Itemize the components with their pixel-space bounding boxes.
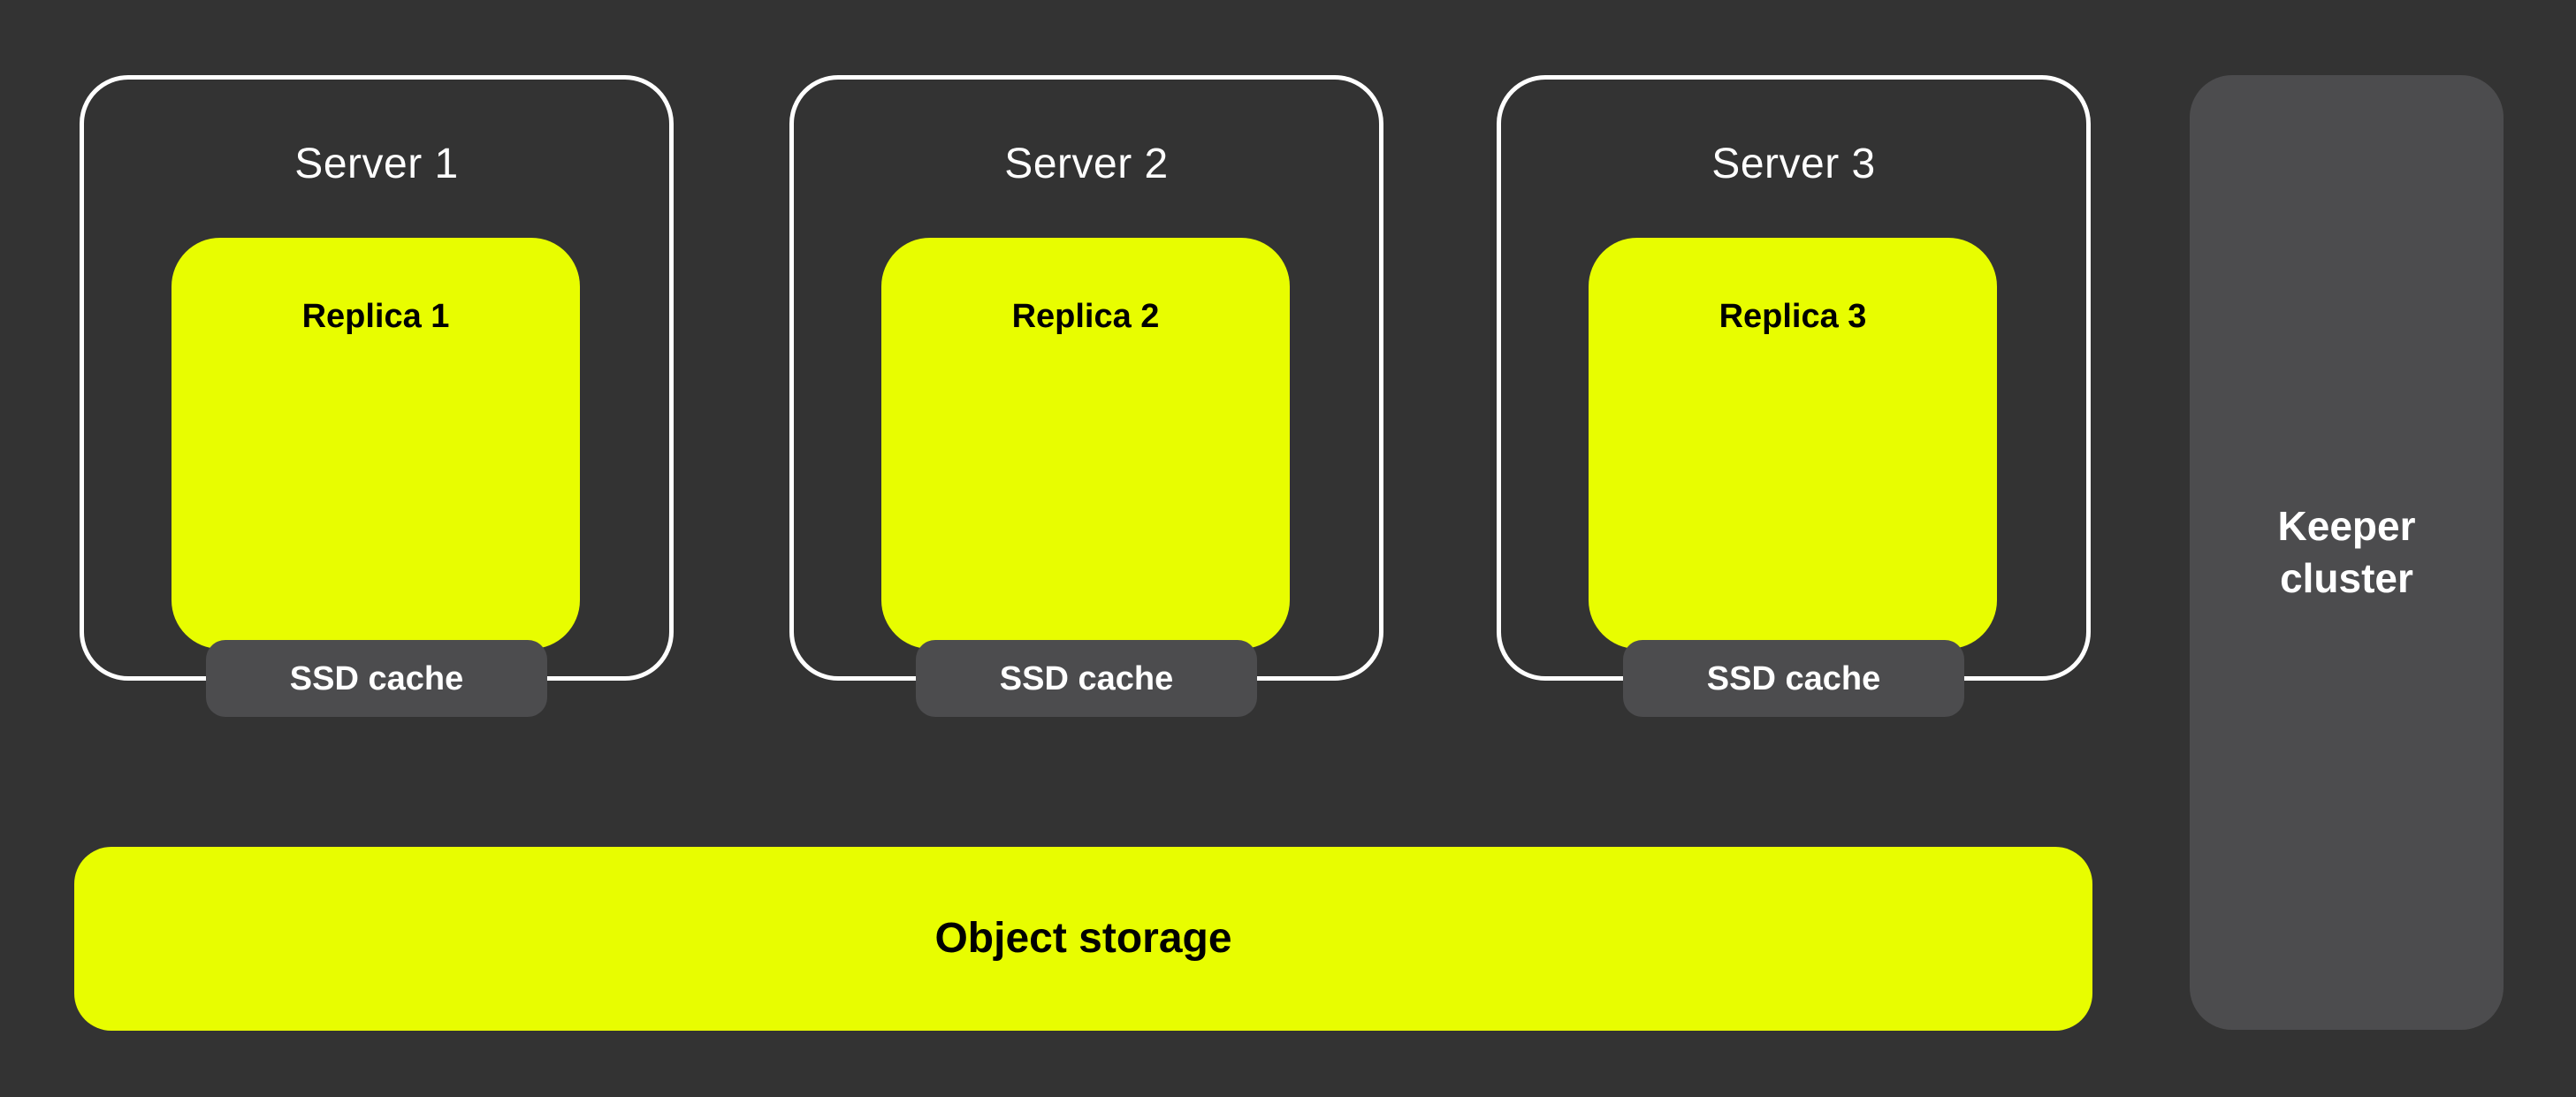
ssd-cache-label-1: SSD cache: [289, 659, 464, 697]
ssd-cache-badge-2: SSD cache: [916, 640, 1257, 717]
server-1-title: Server 1: [294, 141, 459, 187]
keeper-cluster-label-line2: cluster: [2280, 555, 2413, 601]
replica-1-label: Replica 1: [301, 298, 450, 335]
object-storage-box: Object storage: [74, 847, 2092, 1031]
server-3-box: Server 3 Replica 3 SSD cache: [1497, 75, 2091, 717]
server-1-box: Server 1 Replica 1 SSD cache: [80, 75, 674, 717]
ssd-cache-badge-1: SSD cache: [206, 640, 547, 717]
replica-3-label: Replica 3: [1719, 298, 1867, 335]
server-3-title: Server 3: [1711, 141, 1876, 187]
server-2-title: Server 2: [1004, 141, 1169, 187]
replica-3-box: Replica 3: [1589, 238, 1997, 649]
ssd-cache-label-2: SSD cache: [999, 659, 1174, 697]
server-2-box: Server 2 Replica 2 SSD cache: [789, 75, 1383, 717]
ssd-cache-badge-3: SSD cache: [1623, 640, 1964, 717]
replica-2-label: Replica 2: [1011, 298, 1160, 335]
keeper-cluster-label: Keeper cluster: [2278, 500, 2416, 605]
replica-1-box: Replica 1: [171, 238, 580, 649]
keeper-cluster-box: Keeper cluster: [2190, 75, 2504, 1030]
ssd-cache-label-3: SSD cache: [1706, 659, 1881, 697]
object-storage-label: Object storage: [934, 915, 1232, 962]
keeper-cluster-label-line1: Keeper: [2277, 503, 2416, 550]
replica-2-box: Replica 2: [881, 238, 1290, 649]
